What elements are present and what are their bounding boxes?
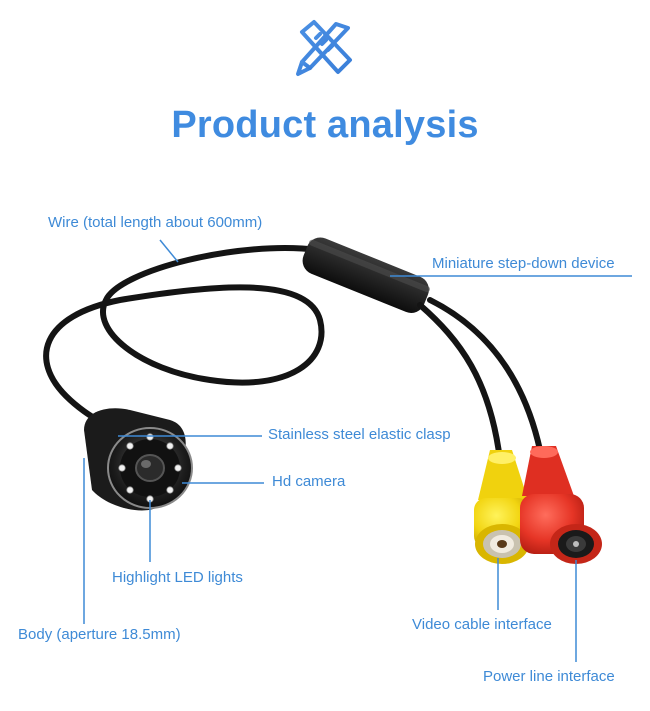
label-body-aperture: Body (aperture 18.5mm) [18, 626, 181, 643]
label-power-interface: Power line interface [483, 668, 615, 685]
label-hd-camera: Hd camera [272, 473, 346, 490]
page-title: Product analysis [171, 104, 479, 146]
leader-lines [83, 239, 632, 662]
output-cables [417, 297, 543, 463]
label-stainless-clasp: Stainless steel elastic clasp [268, 426, 451, 443]
label-led-lights: Highlight LED lights [112, 569, 243, 586]
cable [43, 245, 325, 431]
label-step-down-device: Miniature step-down device [432, 255, 615, 272]
pencil-ruler-icon [296, 20, 352, 76]
label-video-interface: Video cable interface [412, 616, 552, 633]
label-wire: Wire (total length about 600mm) [48, 214, 263, 231]
red-dc-plug [520, 446, 602, 564]
camera-body [84, 408, 193, 511]
step-down-device [302, 237, 430, 313]
yellow-rca-plug [474, 450, 530, 564]
